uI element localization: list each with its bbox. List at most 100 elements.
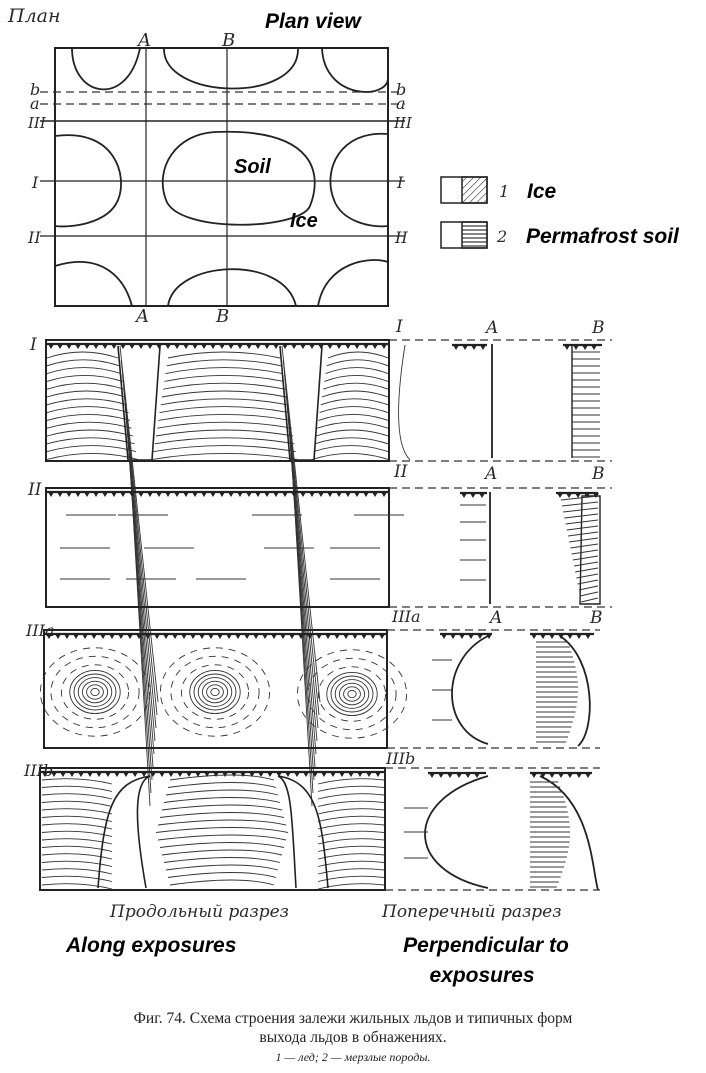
surface-tick [219,344,225,349]
surface-tick [66,344,72,349]
section-i-col-a-label: A [484,318,498,338]
surface-tick [453,345,459,350]
surface-tick [447,773,453,778]
surface-tick [75,344,81,349]
strata-line [317,883,385,890]
surface-tick [593,493,599,498]
strata-line [41,808,113,815]
ice-wedge [117,345,161,461]
figure-caption-line1: Фиг. 74. Схема строения залежи жильных л… [134,1010,573,1027]
strata-line [154,437,295,445]
surface-tick [575,493,581,498]
surface-tick [345,492,351,497]
plan-ru-label: План [7,5,61,27]
cross-ice-curve [559,635,591,747]
cross-ice-curve [424,775,489,889]
cross-hatch [571,549,599,555]
strata-line [46,382,125,390]
surface-tick [318,492,324,497]
surface-tick [573,345,579,350]
surface-tick [136,634,142,639]
strata-line [321,390,389,398]
surface-tick [192,344,198,349]
section-i-col-b-label: B [591,318,605,338]
surface-tick [141,772,147,777]
col-a-top-label: A [136,30,151,51]
strata-line [325,367,389,375]
surface-tick [282,344,288,349]
surface-tick [549,773,555,778]
strata-line [155,827,289,833]
surface-tick [549,634,555,639]
surface-tick [354,344,360,349]
strata-line [159,406,290,414]
surface-tick [477,634,483,639]
cross-hatch [576,573,599,579]
surface-tick [273,344,279,349]
surface-tick [246,344,252,349]
surface-tick [339,772,345,777]
surface-tick [264,492,270,497]
strata-line [46,351,119,359]
strata-line [46,445,137,453]
row-b-right-label: b [396,80,406,99]
strata-line [318,414,389,421]
surface-tick [253,634,259,639]
ice-ring [201,680,229,704]
strata-line [160,398,288,406]
strata-line [161,804,283,811]
surface-tick [60,772,66,777]
polygon-mid-right [329,132,389,228]
surface-tick [174,344,180,349]
surface-tick [330,772,336,777]
surface-tick [354,492,360,497]
strata-line [155,429,294,437]
surface-tick [576,773,582,778]
surface-tick [531,634,537,639]
surface-tick [379,634,385,639]
surface-tick [93,492,99,497]
surface-ticks [41,342,602,778]
strata-ring [159,647,271,737]
surface-tick [246,492,252,497]
figure-caption-line3: 1 — лед; 2 — мерзлые породы. [276,1050,431,1064]
section-iiib-cross-strata [404,775,599,891]
surface-tick [186,772,192,777]
surface-tick [372,344,378,349]
row-i-right-label: I [396,173,404,192]
surface-tick [69,772,75,777]
section-i-cross-strata [398,344,600,461]
surface-tick [584,493,590,498]
ice-ring [73,673,117,711]
lens-edge [97,775,151,889]
surface-tick [558,634,564,639]
strata-line [317,808,385,815]
surface-tick [438,773,444,778]
strata-line [41,800,113,807]
strata-line [41,793,113,800]
surface-tick [327,344,333,349]
surface-tick [321,772,327,777]
surface-tick [84,344,90,349]
soil-label: Soil [234,156,271,178]
surface-tick [156,492,162,497]
wedge-hatch [119,345,159,703]
surface-tick [540,634,546,639]
surface-tick [91,634,97,639]
strata-line [46,359,120,367]
surface-tick [294,772,300,777]
surface-tick [531,773,537,778]
ice-ring [189,669,241,715]
section-iiia-col-b-label: B [589,608,603,628]
col-b-top-label: B [221,30,235,51]
surface-tick [474,773,480,778]
strata-line [317,815,385,822]
surface-tick [381,344,387,349]
surface-tick [172,634,178,639]
strata-line [159,842,285,848]
surface-tick [240,772,246,777]
strata-line [314,437,389,445]
cross-hatch [578,585,599,591]
strata-line [41,830,113,837]
surface-tick [262,634,268,639]
